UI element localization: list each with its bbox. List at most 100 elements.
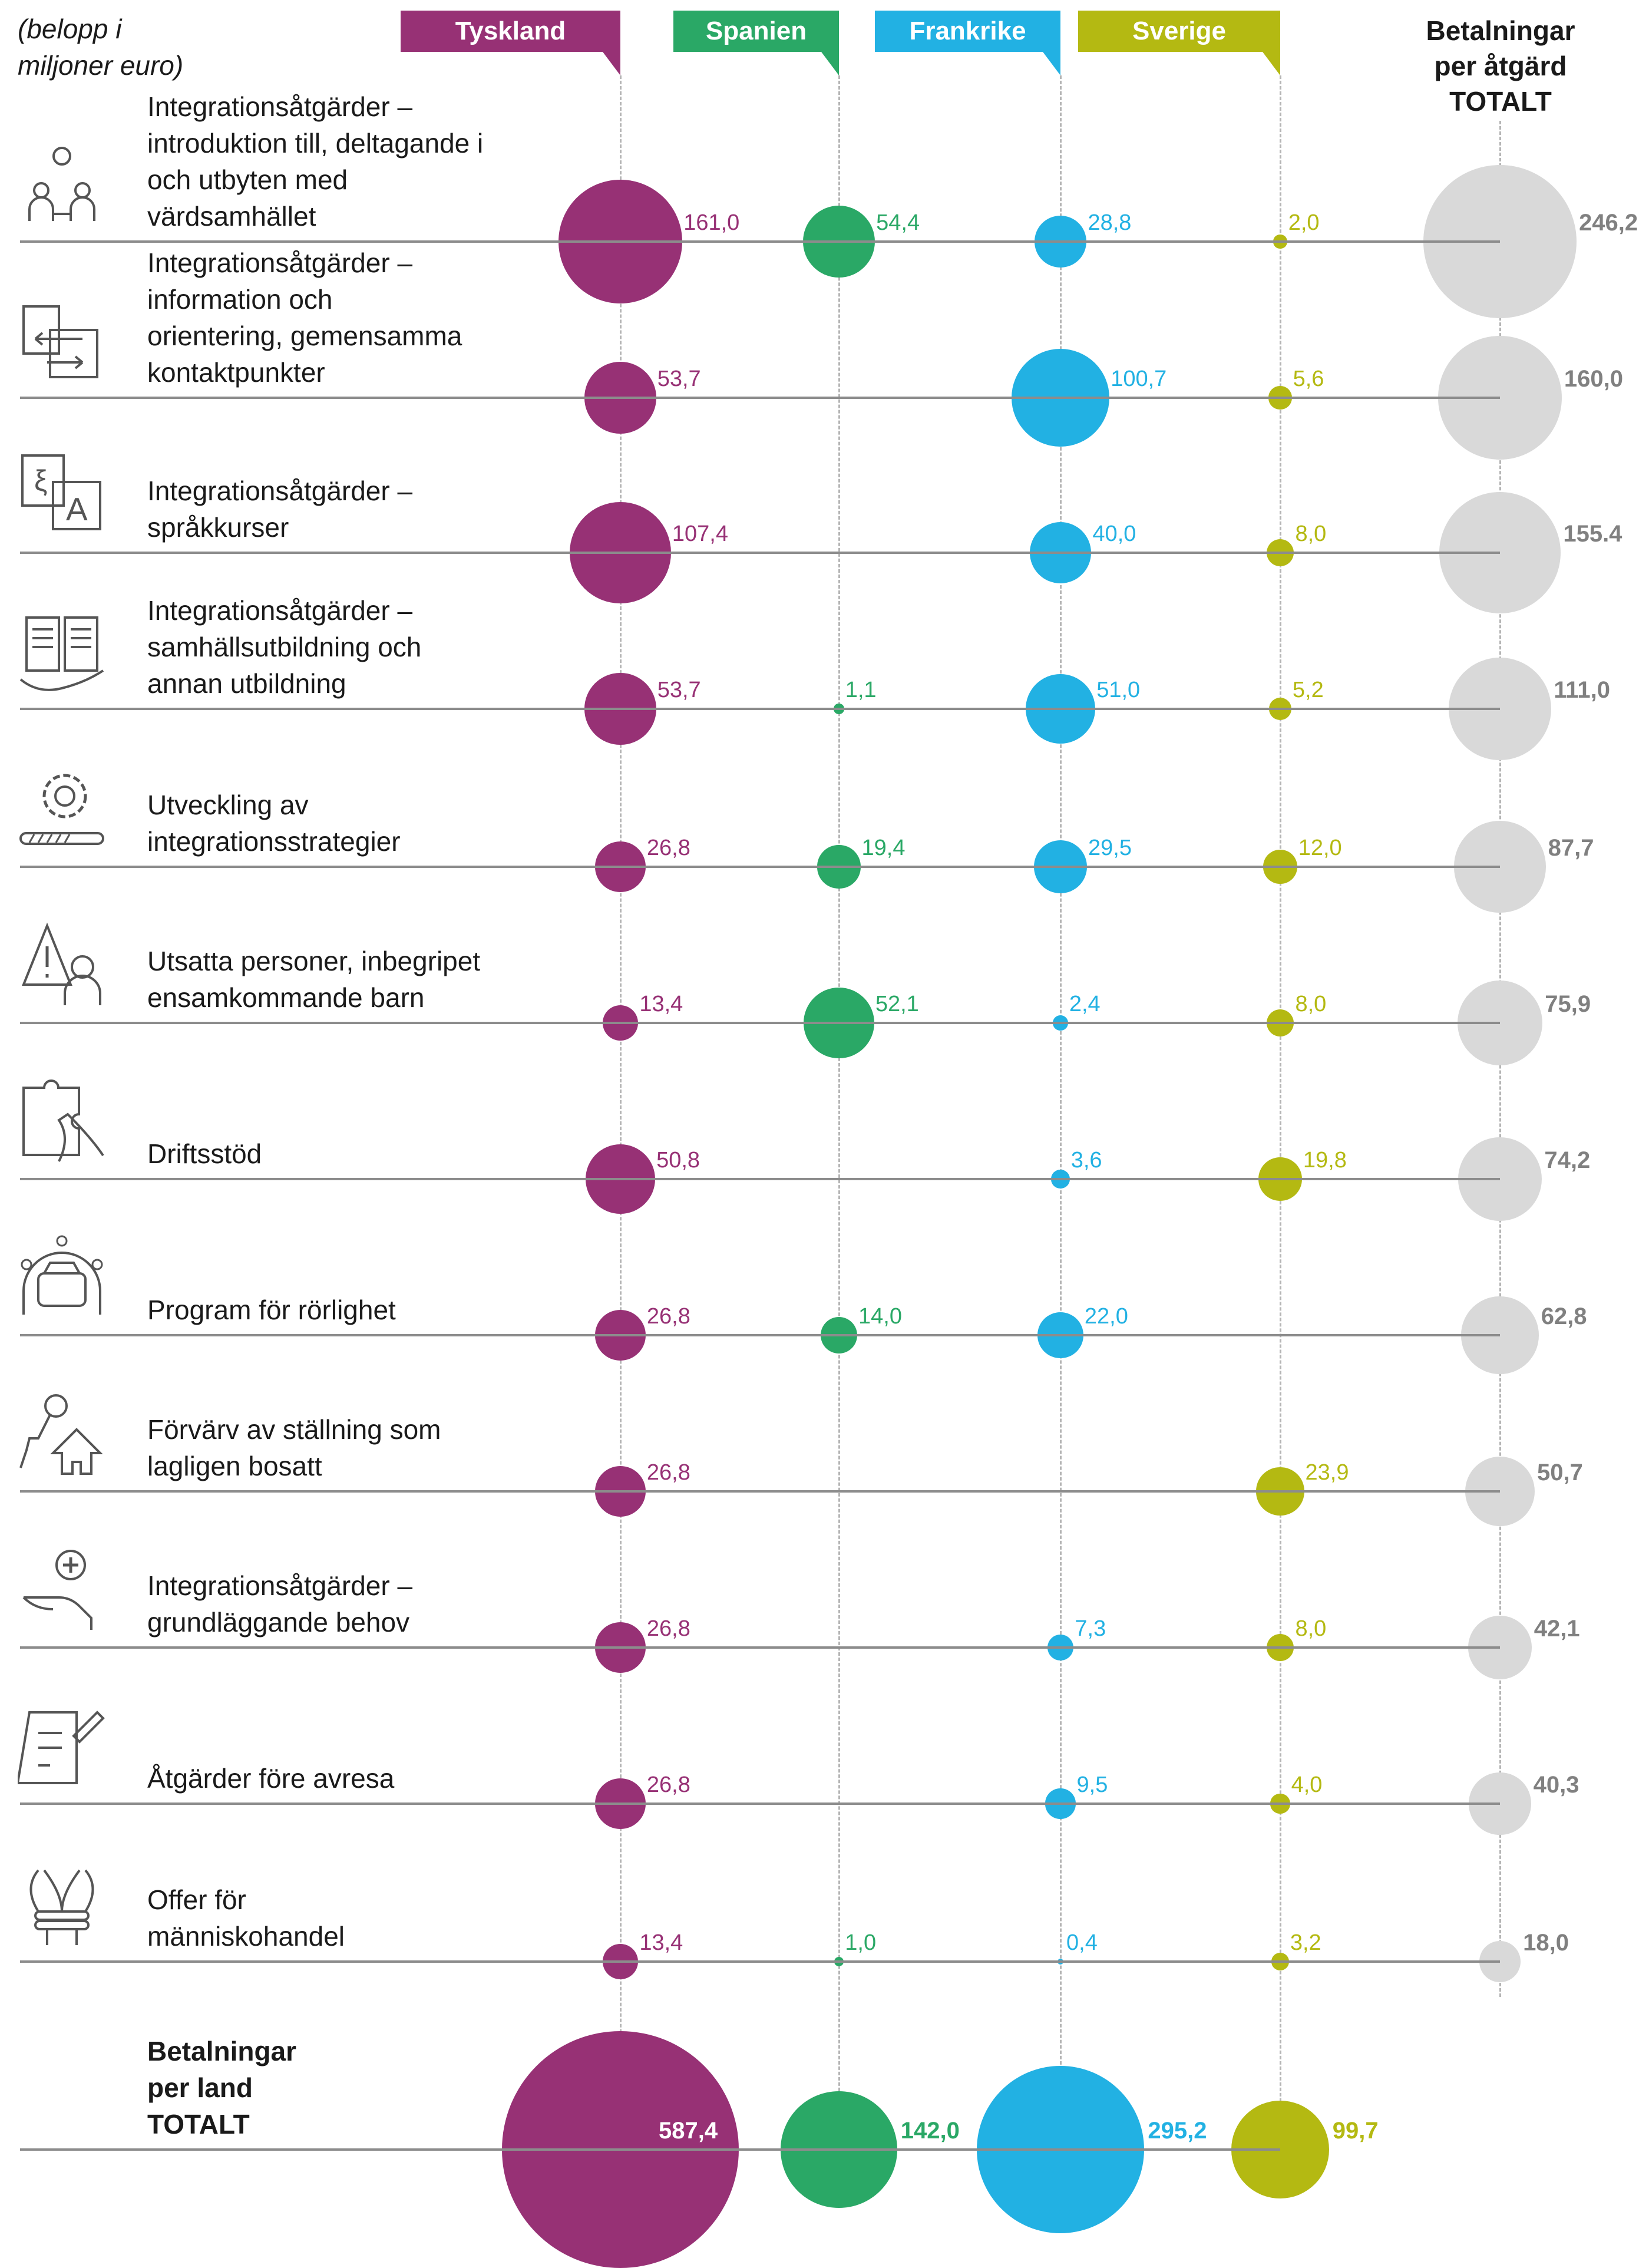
measure-label-line: Driftsstöd — [147, 1138, 262, 1169]
value-label: 9,5 — [1076, 1772, 1108, 1797]
value-label: 26,8 — [646, 1304, 690, 1329]
measure-label-line: Program för rörlighet — [147, 1295, 396, 1325]
measure-label-line: orientering, gemensamma — [147, 321, 462, 351]
value-label: 2,4 — [1069, 992, 1101, 1016]
value-label: 50,8 — [656, 1148, 700, 1173]
value-label: 23,9 — [1305, 1460, 1349, 1485]
svg-text:ξ: ξ — [34, 464, 47, 497]
total-value-label: 75,9 — [1545, 991, 1591, 1017]
svg-text:A: A — [66, 491, 88, 527]
country-header-pointer — [821, 52, 839, 75]
country-totals-label-line: Betalningar — [147, 2036, 297, 2066]
country-totals-label-line: TOTALT — [147, 2109, 250, 2140]
unit-note: (belopp i miljoner euro) — [18, 11, 183, 84]
measure-label-line: information och — [147, 284, 333, 315]
country-total-value: 99,7 — [1332, 2118, 1379, 2144]
measure-label-line: introduktion till, deltagande i — [147, 128, 484, 159]
row-baseline — [20, 708, 1500, 710]
medical-hand-icon — [18, 1544, 106, 1633]
value-label: 12,0 — [1298, 836, 1342, 860]
measure-label-line: integrationsstrategier — [147, 826, 401, 857]
value-label: 53,7 — [657, 367, 701, 391]
key-house-icon — [18, 1388, 106, 1477]
measure-label: Integrationsåtgärder – information och ori… — [147, 245, 462, 391]
document-stamp-icon — [16, 1701, 106, 1789]
country-total-value: 295,2 — [1148, 2118, 1207, 2144]
value-label: 28,8 — [1088, 210, 1132, 235]
totals-baseline — [20, 2148, 1280, 2151]
measure-label: Driftsstöd — [147, 1135, 262, 1172]
measure-label-line: Förvärv av ställning som — [147, 1414, 441, 1445]
value-label: 3,2 — [1290, 1930, 1321, 1955]
measure-label-line: språkkurser — [147, 512, 289, 543]
value-label: 8,0 — [1295, 521, 1327, 546]
measure-label: Utveckling av integrationsstrategier — [147, 787, 401, 860]
value-label: 51,0 — [1096, 678, 1141, 702]
country-guide-line — [620, 75, 622, 2150]
row-baseline — [20, 240, 1500, 243]
value-label: 26,8 — [646, 1616, 690, 1641]
measure-label: Integrationsåtgärder – språkkurser — [147, 473, 412, 546]
unit-note-line: (belopp i — [18, 14, 122, 44]
measure-label: Åtgärder före avresa — [147, 1760, 394, 1797]
value-label: 19,8 — [1303, 1148, 1347, 1173]
row-baseline — [20, 1022, 1500, 1024]
puzzle-hand-icon — [18, 1076, 106, 1164]
country-total-value: 142,0 — [900, 2118, 960, 2144]
country-total-value: 587,4 — [659, 2118, 718, 2144]
measure-label-line: kontaktpunkter — [147, 357, 325, 388]
tied-hands-icon — [18, 1858, 106, 1947]
value-label: 53,7 — [657, 678, 701, 702]
car-network-icon — [18, 1232, 106, 1320]
measure-label: Integrationsåtgärder –samhällsutbildning… — [147, 592, 421, 702]
measure-label: Integrationsåtgärder –grundläggande beho… — [147, 1567, 412, 1640]
measure-label-line: ensamkommande barn — [147, 982, 425, 1013]
value-label: 40,0 — [1092, 521, 1136, 546]
measure-label-line: Integrationsåtgärder – — [147, 91, 413, 122]
value-label: 29,5 — [1088, 836, 1132, 860]
value-label: 4,0 — [1291, 1772, 1323, 1797]
country-guide-line — [1060, 75, 1062, 2150]
row-baseline — [20, 397, 1500, 399]
total-value-label: 62,8 — [1541, 1303, 1587, 1329]
row-baseline — [20, 1178, 1500, 1180]
total-value-label: 40,3 — [1533, 1772, 1579, 1798]
total-value-label: 246,2 — [1579, 210, 1638, 236]
value-label: 52,1 — [875, 992, 919, 1016]
total-value-label: 87,7 — [1548, 835, 1594, 861]
row-baseline — [20, 1960, 1500, 1963]
total-value-label: 155.4 — [1563, 521, 1622, 547]
measure-label-line: Utveckling av — [147, 790, 309, 820]
value-label: 13,4 — [639, 992, 683, 1016]
measure-label-line: annan utbildning — [147, 668, 346, 699]
value-label: 22,0 — [1084, 1304, 1128, 1329]
row-baseline — [20, 866, 1500, 868]
country-guide-line — [838, 75, 840, 2150]
open-book-hand-icon — [18, 606, 106, 694]
total-value-label: 50,7 — [1537, 1460, 1583, 1485]
value-label: 19,4 — [861, 836, 906, 860]
unit-note-line: miljoner euro) — [18, 50, 184, 81]
measure-label-line: Integrationsåtgärder – — [147, 595, 413, 626]
value-label: 161,0 — [683, 210, 740, 235]
value-label: 107,4 — [672, 521, 728, 546]
value-label: 8,0 — [1295, 992, 1327, 1016]
country-header-tyskland: Tyskland — [401, 11, 620, 52]
measure-label-line: Integrationsåtgärder – — [147, 247, 413, 278]
country-totals-label-line: per land — [147, 2072, 253, 2103]
country-header-sverige: Sverige — [1078, 11, 1280, 52]
total-value-label: 74,2 — [1544, 1147, 1591, 1173]
measure-label-line: Integrationsåtgärder – — [147, 1570, 413, 1601]
measure-label-line: Integrationsåtgärder – — [147, 476, 413, 506]
value-label: 7,3 — [1075, 1616, 1106, 1641]
total-header-line: Betalningar — [1426, 15, 1575, 46]
total-column-header: Betalningar per åtgärd TOTALT — [1406, 13, 1595, 119]
value-label: 100,7 — [1111, 367, 1167, 391]
total-value-label: 18,0 — [1523, 1930, 1569, 1956]
measure-label-line: värdsamhället — [147, 201, 316, 232]
measure-label-line: människohandel — [147, 1921, 345, 1952]
